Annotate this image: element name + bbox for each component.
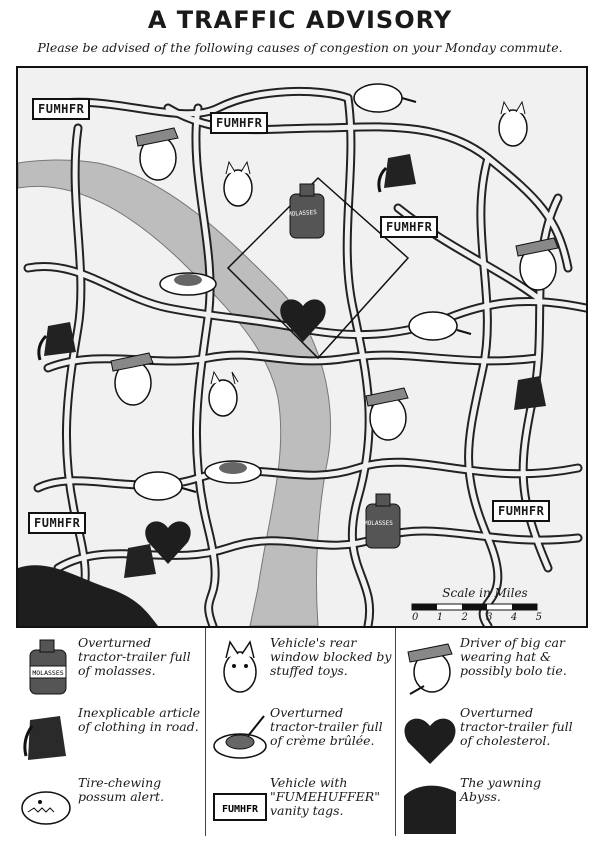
molasses-jug-icon <box>365 493 401 549</box>
fez-icon <box>377 154 416 193</box>
legend-item: Driver of big car wearing hat & possibly… <box>398 632 587 700</box>
driver-hat-icon <box>407 643 453 695</box>
driver-hat-icon <box>515 237 559 291</box>
legend-text: Overturned tractor-trailer full of chole… <box>460 705 573 748</box>
scale-tick: 0 <box>412 612 419 623</box>
driver-hat-icon <box>135 127 179 181</box>
scale-title: Scale in Miles <box>442 586 528 600</box>
heart-icon <box>404 718 456 764</box>
stuffed-cat-icon <box>223 160 253 207</box>
possum-icon <box>353 83 417 113</box>
legend-divider <box>395 628 396 836</box>
legend-item: Vehicle's rear window blocked by stuffed… <box>208 632 397 700</box>
scale-tick: 1 <box>436 612 444 623</box>
road-network <box>18 83 586 626</box>
legend-item: Tire-chewing possum alert. <box>16 772 205 840</box>
legend-text: Overturned tractor-trailer full of crème… <box>270 705 383 748</box>
fumhfr-sign: FUMHFR <box>28 512 87 534</box>
creme-brulee-icon <box>204 460 262 484</box>
comic-title: A TRAFFIC ADVISORY <box>147 6 453 34</box>
fez-icon <box>124 544 156 578</box>
scale-bar <box>411 603 538 611</box>
fez-icon <box>514 376 546 410</box>
scale-tick: 4 <box>510 612 518 623</box>
scale-ticks: 0 1 2 3 4 5 <box>412 612 542 623</box>
possum-icon <box>21 791 71 825</box>
possum-icon <box>408 311 472 341</box>
stuffed-cat-icon <box>208 370 239 417</box>
legend-text: The yawning Abyss. <box>460 775 542 804</box>
vanity-plate-icon: FUMHFR <box>213 793 267 821</box>
legend-item: FUMHFR Vehicle with "FUMEHUFFER" vanity … <box>208 772 397 840</box>
scale-tick: 3 <box>486 612 493 623</box>
fumhfr-sign: FUMHFR <box>210 112 269 134</box>
stuffed-cat-icon <box>223 640 257 693</box>
creme-brulee-icon <box>159 272 217 296</box>
legend-divider <box>205 628 206 836</box>
jug-label: MOLASSES <box>364 520 393 527</box>
legend-text: Vehicle with "FUMEHUFFER" vanity tags. <box>270 775 380 818</box>
molasses-jug-icon <box>289 183 325 239</box>
heart-icon <box>145 521 191 564</box>
legend-item: MOLASSES Overturned tractor-trailer full… <box>16 632 205 700</box>
fumhfr-sign: FUMHFR <box>32 98 91 120</box>
legend-text: Inexplicable article of clothing in road… <box>78 705 201 734</box>
legend-text: Driver of big car wearing hat & possibly… <box>460 635 567 678</box>
legend-item: Overturned tractor-trailer full of crème… <box>208 702 397 770</box>
diamond-route <box>226 176 410 360</box>
possum-icon <box>133 471 197 501</box>
fez-icon <box>23 716 66 760</box>
molasses-jug-icon: MOLASSES <box>29 639 67 695</box>
legend-item: The yawning Abyss. <box>398 772 587 840</box>
scale-legend: Scale in Miles 0 1 2 3 4 5 <box>410 586 560 623</box>
legend: MOLASSES Overturned tractor-trailer full… <box>16 628 584 836</box>
abyss-shape <box>18 565 158 626</box>
legend-text: Vehicle's rear window blocked by stuffed… <box>270 635 392 678</box>
abyss-icon <box>404 785 456 834</box>
driver-hat-icon <box>110 352 154 406</box>
fumhfr-sign: FUMHFR <box>492 500 551 522</box>
scale-tick: 2 <box>461 612 468 623</box>
fumhfr-sign: FUMHFR <box>380 216 439 238</box>
scale-tick: 5 <box>535 612 542 623</box>
legend-text: Tire-chewing possum alert. <box>78 775 165 804</box>
jug-label: MOLASSES <box>32 669 63 677</box>
fez-icon <box>37 322 76 361</box>
legend-text: Overturned tractor-trailer full of molas… <box>78 635 191 678</box>
creme-brulee-icon <box>213 715 267 759</box>
driver-hat-icon <box>365 387 409 441</box>
traffic-map: FUMHFR FUMHFR FUMHFR FUMHFR FUMHFR MOLAS… <box>16 66 588 628</box>
heart-icon <box>280 299 326 342</box>
comic-subtitle: Please be advised of the following cause… <box>37 40 563 55</box>
plate-label: FUMHFR <box>222 804 259 815</box>
stuffed-cat-icon <box>498 100 528 147</box>
legend-item: Overturned tractor-trailer full of chole… <box>398 702 587 770</box>
legend-item: Inexplicable article of clothing in road… <box>16 702 205 770</box>
